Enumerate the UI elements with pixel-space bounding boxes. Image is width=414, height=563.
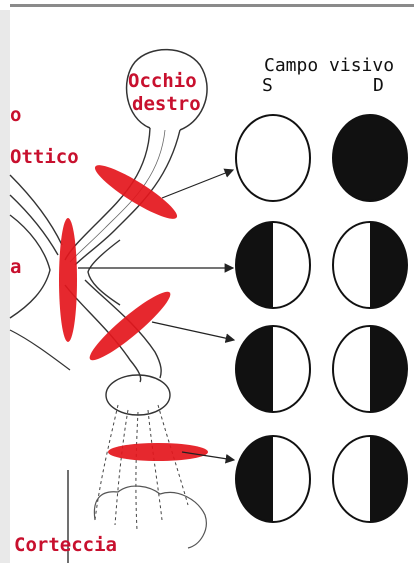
visual-field-left-label: S [262, 76, 273, 96]
field-left-half-dark [236, 222, 273, 308]
cortex-label: Corteccia [14, 534, 117, 556]
lesion-chiasm [59, 218, 77, 342]
optic-nerve-left-outer [10, 175, 62, 245]
optic-radiation [95, 405, 188, 530]
field-row-1 [236, 115, 407, 201]
right-eye-label-line2: destro [132, 93, 201, 115]
chiasm-fragment-label: a [10, 256, 21, 278]
field-left-clear [236, 115, 310, 201]
field-row-3 [236, 326, 407, 412]
arrow-row-3 [152, 322, 234, 340]
field-right-half-dark [370, 222, 407, 308]
lesion-optic-tract [84, 285, 177, 367]
field-right-half-dark [370, 326, 407, 412]
right-eye-label-line1: Occhio [128, 70, 197, 92]
field-row-4 [236, 436, 407, 522]
lgn-oval [106, 375, 170, 415]
optic-fragment-label: o [10, 104, 21, 126]
optic-tract-left [10, 330, 70, 370]
visual-field-right-label: D [373, 76, 384, 96]
lesion-radiation [108, 443, 208, 461]
field-right-filled [333, 115, 407, 201]
optic-label: Ottico [10, 146, 79, 168]
field-row-2 [236, 222, 407, 308]
visual-field-title: Campo visivo [264, 56, 394, 76]
field-left-half-dark [236, 436, 273, 522]
field-right-half-dark [370, 436, 407, 522]
field-left-half-dark [236, 326, 273, 412]
arrow-row-1 [162, 170, 233, 198]
